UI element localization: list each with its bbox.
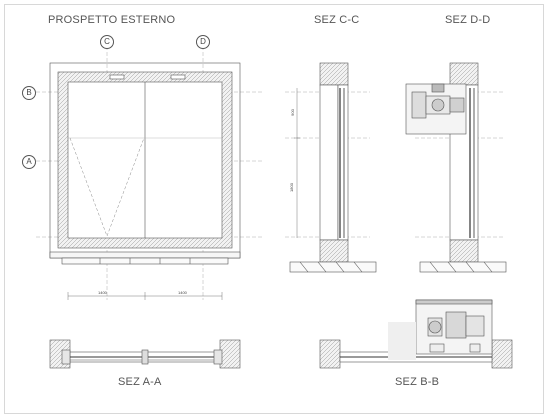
elevation-view <box>36 46 262 300</box>
section-cc-view <box>285 62 377 273</box>
title-section-bb: SEZ B-B <box>395 376 440 388</box>
dim-left-width: 1400 <box>98 290 107 295</box>
title-section-dd: SEZ D-D <box>445 14 491 26</box>
grid-marker-a: A <box>22 155 36 169</box>
dim-right-width: 1400 <box>178 290 187 295</box>
title-elevation: PROSPETTO ESTERNO <box>48 14 176 26</box>
grid-marker-c: C <box>100 35 114 49</box>
dim-upper-height: 900 <box>289 109 295 116</box>
grid-marker-d: D <box>196 35 210 49</box>
title-section-cc: SEZ C-C <box>314 14 360 26</box>
grid-marker-b: B <box>22 86 36 100</box>
title-section-aa: SEZ A-A <box>118 376 162 388</box>
dim-lower-height: 1800 <box>288 183 294 192</box>
section-bb-view <box>319 299 513 369</box>
section-dd-view <box>405 62 507 273</box>
sheet-frame <box>4 4 544 414</box>
section-aa-view <box>49 339 241 369</box>
